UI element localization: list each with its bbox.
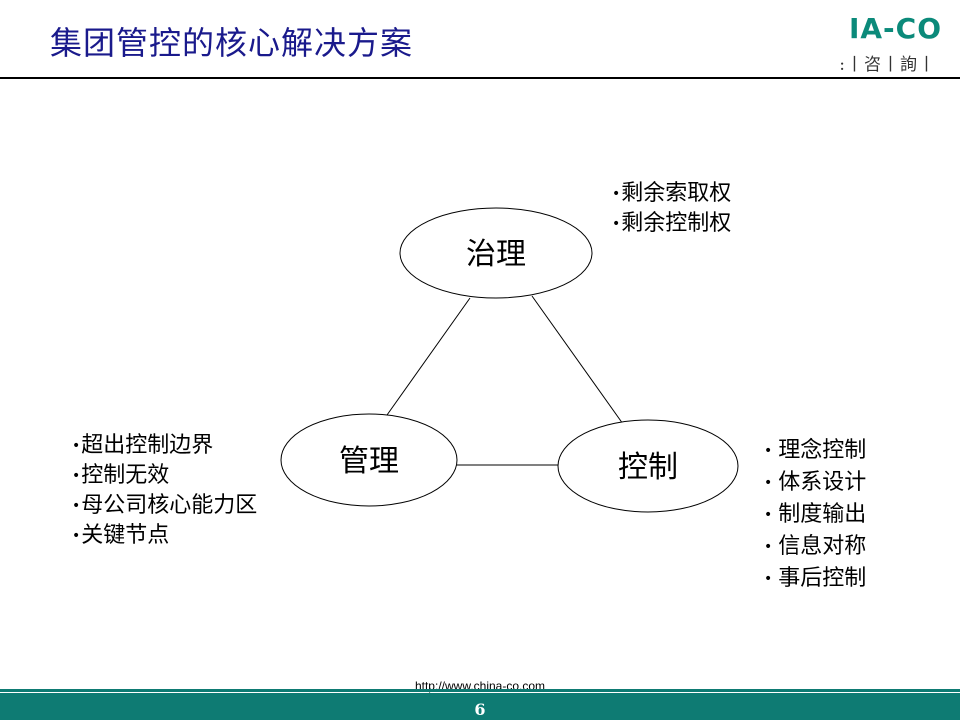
list-item: 超出控制边界 (72, 432, 257, 462)
list-item: 体系设计 (764, 468, 866, 500)
edge-governance-management (386, 297, 471, 416)
control-bullets: 理念控制 体系设计 制度输出 信息对称 事后控制 (764, 436, 866, 596)
logo-text: IA-CO (848, 12, 942, 45)
list-item: 事后控制 (764, 564, 866, 596)
list-item: 剩余控制权 (612, 210, 731, 240)
node-management-label: 管理 (339, 444, 399, 479)
governance-bullets: 剩余索取权 剩余控制权 (612, 180, 731, 240)
slide-title: 集团管控的核心解决方案 (50, 24, 414, 62)
edge-governance-control (531, 295, 624, 425)
company-logo: IA-CO :丨咨丨詢丨 (780, 10, 950, 75)
node-control-label: 控制 (618, 450, 678, 485)
list-item: 理念控制 (764, 436, 866, 468)
logo-subtitle: :丨咨丨詢丨 (839, 55, 936, 75)
title-divider (0, 77, 960, 79)
footer-divider (0, 689, 960, 692)
list-item: 制度输出 (764, 500, 866, 532)
node-governance (399, 207, 593, 299)
list-item: 剩余索取权 (612, 180, 731, 210)
node-governance-label: 治理 (466, 237, 526, 272)
footer-bar (0, 693, 960, 720)
list-item: 控制无效 (72, 462, 257, 492)
list-item: 母公司核心能力区 (72, 492, 257, 522)
list-item: 关键节点 (72, 522, 257, 552)
list-item: 信息对称 (764, 532, 866, 564)
management-bullets: 超出控制边界 控制无效 母公司核心能力区 关键节点 (72, 432, 257, 552)
node-control (557, 419, 739, 513)
page-number: 6 (474, 700, 486, 719)
node-management (280, 413, 458, 507)
